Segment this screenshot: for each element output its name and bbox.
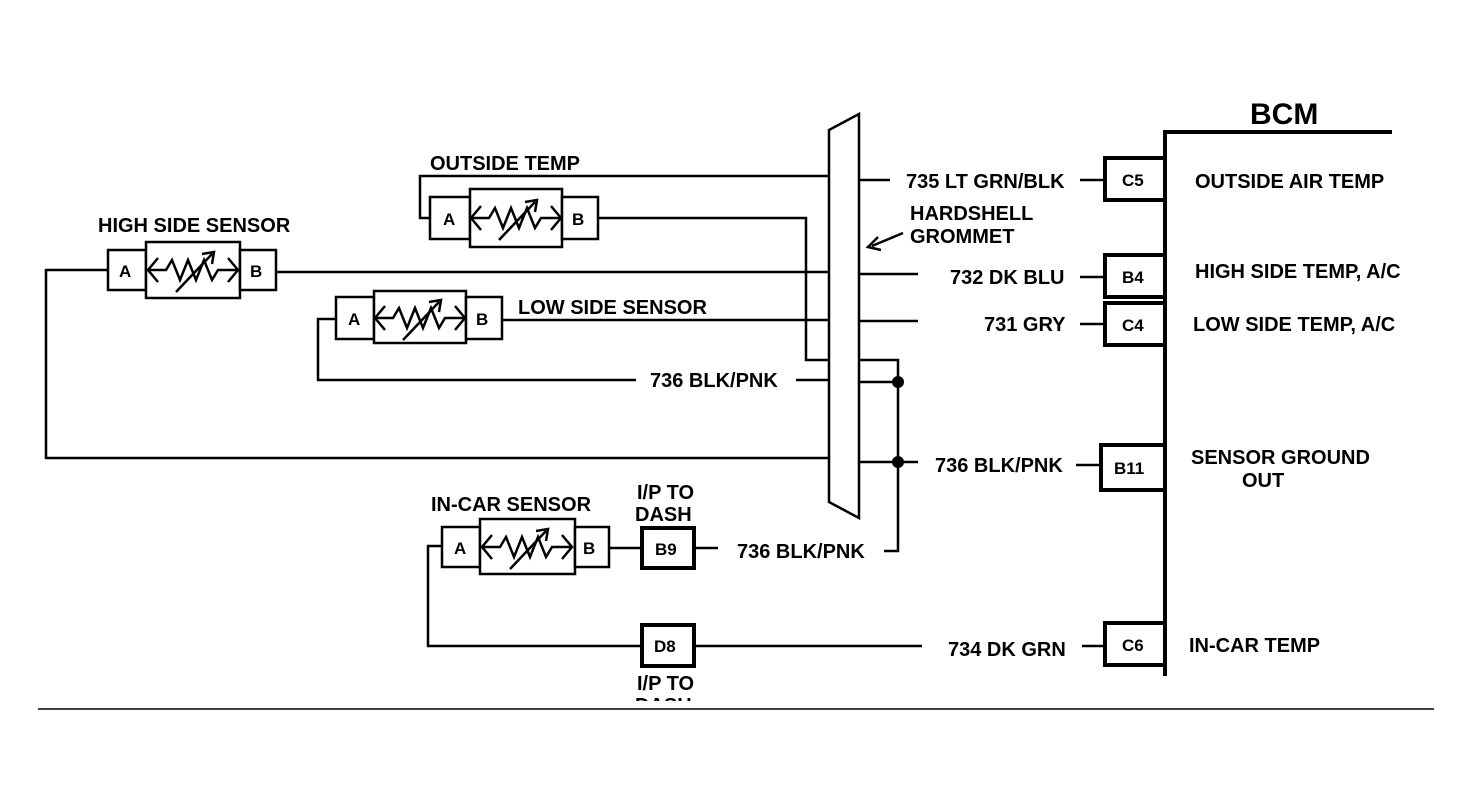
wire-label-736-incar: 736 BLK/PNK <box>737 541 865 563</box>
bcm-pin-c5: C5 <box>1103 156 1167 202</box>
wire-label-736-bcm: 736 BLK/PNK <box>935 455 1063 477</box>
bcm-label-low-side-temp: LOW SIDE TEMP, A/C <box>1193 314 1395 336</box>
bcm-label-sensor-ground-out: OUT <box>1242 470 1284 492</box>
svg-text:HIGH SIDE SENSOR: HIGH SIDE SENSOR <box>98 215 291 237</box>
bcm-label-high-side-temp: HIGH SIDE TEMP, A/C <box>1195 261 1401 283</box>
bcm-label-outside-air-temp: OUTSIDE AIR TEMP <box>1195 171 1384 193</box>
svg-text:A: A <box>348 310 360 329</box>
svg-text:B: B <box>572 210 584 229</box>
svg-text:LOW SIDE SENSOR: LOW SIDE SENSOR <box>518 297 707 319</box>
wire-label-736-low: 736 BLK/PNK <box>650 370 778 392</box>
wire-label-734: 734 DK GRN <box>948 639 1066 661</box>
in-car-sensor: IN-CAR SENSOR A B <box>431 494 611 576</box>
wire-label-735: 735 LT GRN/BLK <box>906 171 1065 193</box>
bcm-pin-b4: B4 <box>1103 253 1167 299</box>
high-side-sensor: HIGH SIDE SENSOR A B <box>98 215 291 300</box>
svg-text:B11: B11 <box>1114 459 1144 478</box>
svg-text:IN-CAR SENSOR: IN-CAR SENSOR <box>431 494 592 516</box>
svg-text:B: B <box>476 310 488 329</box>
svg-text:I/P TO: I/P TO <box>637 482 694 504</box>
connector-b9: I/P TO DASH B9 <box>635 482 696 570</box>
svg-text:C6: C6 <box>1122 636 1144 655</box>
svg-text:GROMMET: GROMMET <box>910 226 1014 248</box>
svg-text:OUTSIDE TEMP: OUTSIDE TEMP <box>430 153 580 175</box>
svg-text:A: A <box>454 539 466 558</box>
bcm-title: BCM <box>1250 98 1318 131</box>
svg-text:A: A <box>443 210 455 229</box>
svg-text:I/P TO: I/P TO <box>637 673 694 695</box>
hardshell-grommet: HARDSHELL GROMMET <box>827 111 1033 521</box>
bcm-label-sensor-ground: SENSOR GROUND <box>1191 447 1370 469</box>
svg-text:B: B <box>583 539 595 558</box>
svg-text:HARDSHELL: HARDSHELL <box>910 203 1033 225</box>
bcm-pin-b11: B11 <box>1099 443 1167 492</box>
svg-text:A: A <box>119 262 131 281</box>
svg-text:B9: B9 <box>655 540 677 559</box>
svg-text:D8: D8 <box>654 637 676 656</box>
wire-label-731: 731 GRY <box>984 314 1066 336</box>
wire-label-732: 732 DK BLU <box>950 267 1064 289</box>
svg-text:DASH: DASH <box>635 504 692 526</box>
svg-text:B: B <box>250 262 262 281</box>
bcm-pin-c6: C6 <box>1103 621 1167 667</box>
svg-text:C4: C4 <box>1122 316 1144 335</box>
splice-dot-upper <box>892 376 904 388</box>
bcm-label-in-car-temp: IN-CAR TEMP <box>1189 635 1320 657</box>
splice-dot-lower <box>892 456 904 468</box>
svg-text:C5: C5 <box>1122 171 1144 190</box>
low-side-sensor: LOW SIDE SENSOR A B <box>334 289 707 345</box>
outside-temp-sensor: OUTSIDE TEMP A B <box>428 153 600 249</box>
bcm-pin-c4: C4 <box>1103 301 1167 347</box>
bcm-module: BCM <box>1163 98 1392 676</box>
svg-text:B4: B4 <box>1122 268 1144 287</box>
